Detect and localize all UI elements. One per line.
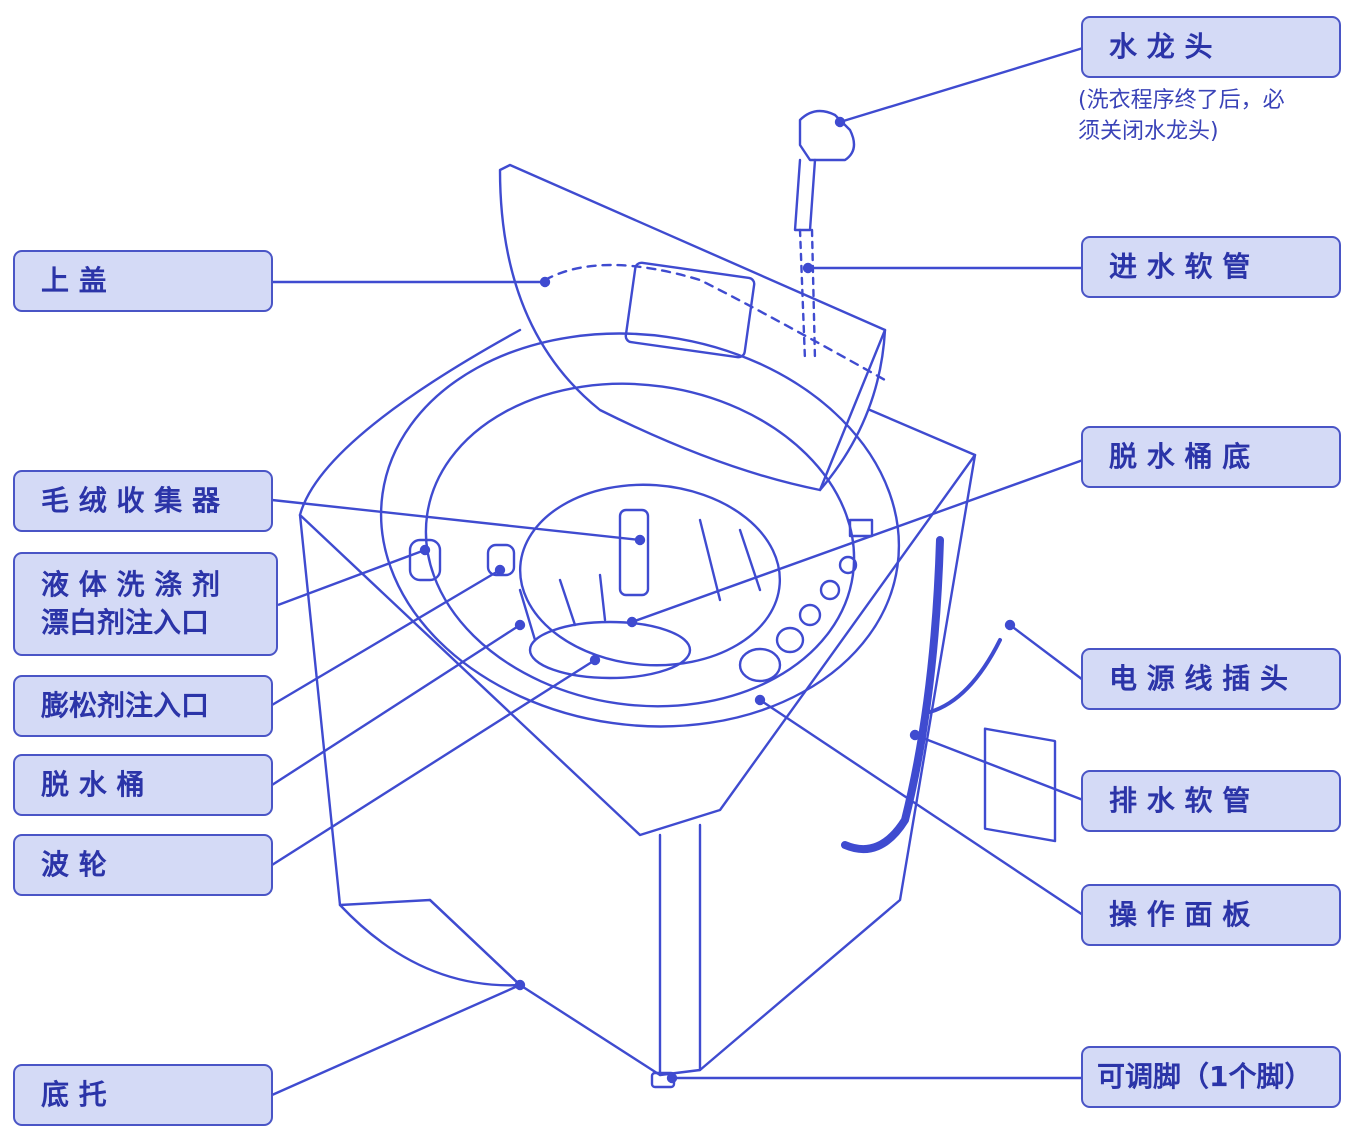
lint-collector-label-text: 毛 绒 收 集 器 bbox=[41, 484, 220, 518]
faucet-note: (洗衣程序终了后，必 须关闭水龙头) bbox=[1078, 88, 1285, 144]
inlet-hose-label: 进 水 软 管 bbox=[1081, 236, 1341, 298]
detergent-inlet-label: 液 体 洗 涤 剂 漂白剂注入口 bbox=[13, 552, 278, 656]
power-outlet bbox=[983, 727, 1057, 843]
drain-hose-label-text: 排 水 软 管 bbox=[1109, 784, 1251, 818]
adjustable-foot-label: 可调脚（1个脚） bbox=[1081, 1046, 1341, 1108]
lint-collector-shape bbox=[618, 508, 650, 597]
top-lid-label-text: 上 盖 bbox=[41, 264, 107, 298]
faucet-shape bbox=[798, 109, 856, 162]
control-panel-label-text: 操 作 面 板 bbox=[1109, 898, 1251, 932]
control-panel-label: 操 作 面 板 bbox=[1081, 884, 1341, 946]
tub-inner-ring bbox=[424, 382, 856, 708]
faucet-label-text: 水 龙 头 bbox=[1109, 30, 1213, 64]
spin-tub-label: 脱 水 桶 bbox=[13, 754, 273, 816]
top-lid-label: 上 盖 bbox=[13, 250, 273, 312]
pulsator-label-text: 波 轮 bbox=[41, 848, 107, 882]
cabinet-top bbox=[298, 328, 977, 837]
spin-tub-bottom-label-text: 脱 水 桶 底 bbox=[1109, 440, 1251, 474]
spin-tub-bottom-label: 脱 水 桶 底 bbox=[1081, 426, 1341, 488]
pulsator-shape bbox=[528, 620, 692, 680]
softener-inlet-label-text: 膨松剂注入口 bbox=[41, 689, 210, 723]
lid-shape bbox=[498, 163, 887, 492]
drain-hose-shape bbox=[841, 536, 944, 853]
detergent-inlet-label-line2: 漂白剂注入口 bbox=[41, 606, 210, 639]
detergent-inlet-label-line1: 液 体 洗 涤 剂 bbox=[41, 568, 220, 602]
leader-lines bbox=[271, 46, 1084, 1097]
power-plug-label: 电 源 线 插 头 bbox=[1081, 648, 1341, 710]
adjustable-foot-label-text: 可调脚（1个脚） bbox=[1097, 1060, 1313, 1094]
drain-hose-label: 排 水 软 管 bbox=[1081, 770, 1341, 832]
lint-collector-label: 毛 绒 收 集 器 bbox=[13, 470, 273, 532]
spin-tub bbox=[518, 483, 782, 667]
spin-tub-label-text: 脱 水 桶 bbox=[41, 768, 145, 802]
pulsator-label: 波 轮 bbox=[13, 834, 273, 896]
inlet-hose-label-text: 进 水 软 管 bbox=[1109, 250, 1251, 284]
tub-outer-ring bbox=[379, 332, 901, 728]
base-label-text: 底 托 bbox=[41, 1078, 107, 1112]
faucet-label: 水 龙 头 bbox=[1081, 16, 1341, 78]
power-plug-label-text: 电 源 线 插 头 bbox=[1109, 662, 1288, 696]
inlet-hose-shape bbox=[798, 228, 817, 362]
softener-inlet-label: 膨松剂注入口 bbox=[13, 675, 273, 737]
base-label: 底 托 bbox=[13, 1064, 273, 1126]
